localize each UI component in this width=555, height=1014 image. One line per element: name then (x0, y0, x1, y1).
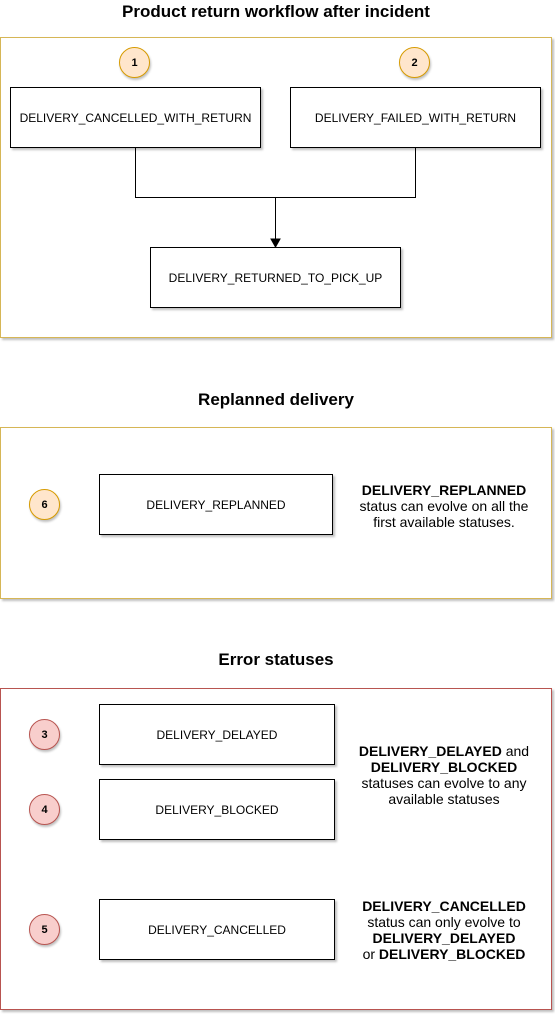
delayed-blocked-note-line3: statuses can evolve to any (361, 775, 527, 791)
note-or-text: or (362, 946, 379, 962)
replanned-note: DELIVERY_REPLANNED status can evolve on … (344, 482, 544, 530)
note-cancelled-status: DELIVERY_CANCELLED (362, 898, 526, 914)
replanned-note-status: DELIVERY_REPLANNED (361, 482, 527, 498)
note-target-blocked: DELIVERY_BLOCKED (378, 946, 526, 962)
replanned-note-line2: status can evolve on all the (359, 498, 529, 514)
status-box-delayed: DELIVERY_DELAYED (99, 704, 335, 765)
replanned-note-line3: first available statuses. (373, 514, 515, 530)
cancelled-note: DELIVERY_CANCELLED status can only evolv… (344, 898, 544, 962)
replanned-title: Replanned delivery (198, 390, 354, 409)
status-box-failed-with-return: DELIVERY_FAILED_WITH_RETURN (290, 87, 541, 148)
step-badge-6: 6 (29, 489, 60, 520)
note-blocked-status: DELIVERY_BLOCKED (370, 759, 518, 775)
delayed-blocked-note: DELIVERY_DELAYED and DELIVERY_BLOCKED st… (344, 743, 544, 807)
error-statuses-title: Error statuses (218, 650, 334, 669)
note-and-text: and (501, 743, 530, 759)
step-badge-3: 3 (29, 719, 60, 750)
step-badge-1: 1 (119, 47, 150, 78)
step-badge-5: 5 (29, 914, 60, 945)
return-workflow-title: Product return workflow after incident (122, 2, 430, 21)
note-delayed-status: DELIVERY_DELAYED (358, 743, 502, 759)
step-badge-2: 2 (399, 47, 430, 78)
delayed-blocked-note-line4: available statuses (388, 791, 500, 807)
status-box-cancelled: DELIVERY_CANCELLED (99, 899, 335, 960)
step-badge-4: 4 (29, 794, 60, 825)
connector-merge (135, 148, 416, 198)
status-box-blocked: DELIVERY_BLOCKED (99, 779, 335, 840)
connector-arrowhead (270, 238, 281, 249)
status-box-cancelled-with-return: DELIVERY_CANCELLED_WITH_RETURN (10, 87, 261, 148)
note-target-delayed: DELIVERY_DELAYED (372, 930, 516, 946)
cancelled-note-line2: status can only evolve to (367, 914, 521, 930)
status-box-replanned: DELIVERY_REPLANNED (99, 474, 333, 535)
